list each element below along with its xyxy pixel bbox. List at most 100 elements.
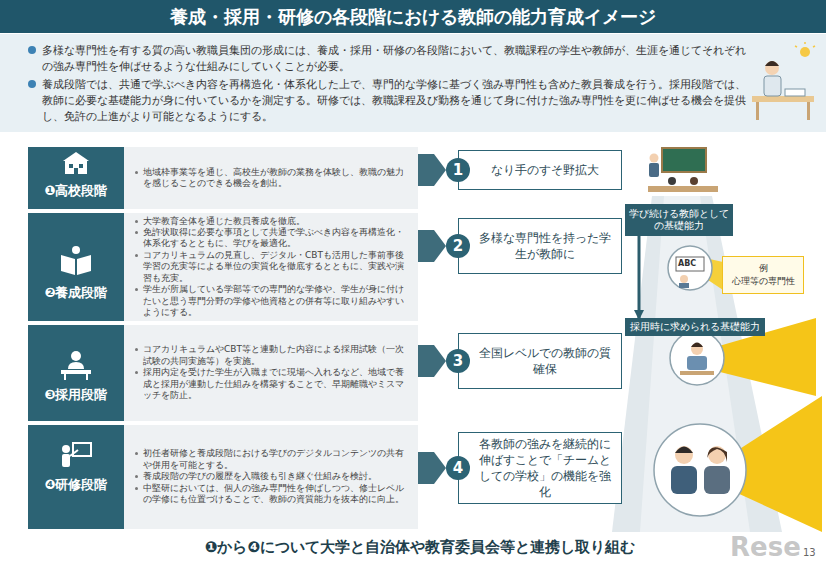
roof <box>63 152 89 161</box>
door <box>74 168 78 174</box>
pointer <box>70 450 78 456</box>
page <box>77 255 91 275</box>
person-circle <box>668 246 712 290</box>
reader-head <box>72 246 80 254</box>
summary-band: ❶から❹について大学と自治体や教育委員会等と連携し取り組む <box>140 533 700 561</box>
stage-row: ❷養成段階大学教育全体を通じた教員養成を徹底。免許状取得に必要な事項として共通で… <box>28 213 418 321</box>
person-head <box>680 275 688 283</box>
chevron-arrow <box>418 230 446 262</box>
student-head <box>690 177 698 185</box>
school-icon <box>63 152 89 174</box>
board-text: ABC <box>678 259 696 268</box>
desk-icon <box>61 351 91 380</box>
outcome-number: 1 <box>446 158 470 182</box>
desk-leg <box>756 102 759 120</box>
window <box>69 164 73 168</box>
outcome-number: 2 <box>446 234 470 258</box>
ability-box: 学び続ける教師としての基礎能力 <box>625 204 733 236</box>
chevron-arrow <box>418 154 446 186</box>
stage-bullet: 免許状取得に必要な事項として共通で学ぶべき内容を再構造化・体系化するとともに、学… <box>134 227 410 250</box>
board <box>73 443 91 456</box>
desk-leg <box>64 374 66 380</box>
person-hair <box>691 343 703 348</box>
stage-bullet: 学生が所属している学部等での専門的な学修や、学生が身に付けたいと思う専門分野の学… <box>134 284 410 318</box>
bulb-ray <box>804 42 806 44</box>
book-icon <box>61 246 91 275</box>
stage-label: ❶高校段階 <box>28 183 124 199</box>
ability-box: 採用時に求められる基礎能力 <box>625 318 765 336</box>
person-hair <box>707 447 727 462</box>
highlight-cone <box>705 258 723 290</box>
outcome-number: 3 <box>446 349 470 373</box>
person-body <box>679 283 689 288</box>
reader-illustration <box>752 42 815 120</box>
outcome-text: 各教師の強みを継続的に伸ばすことで「チームとしての学校」の機能を強化 <box>474 436 616 500</box>
spotlight-beam <box>640 196 750 532</box>
flow-arrow <box>638 236 641 318</box>
example-tag: 例心理等の専門性 <box>722 256 804 294</box>
stage-bullet: 採用内定を受けた学生が入職までに現場へ入れるなど、地域で養成と採用が連動した仕組… <box>134 367 410 401</box>
person-head <box>71 351 81 361</box>
intro-panel: 多様な専門性を有する質の高い教職員集団の形成には、養成・採用・研修の各段階におい… <box>0 34 826 132</box>
small-board <box>676 257 704 271</box>
chevron-arrow <box>418 452 446 484</box>
outcome-text: なり手のすそ野拡大 <box>474 162 616 178</box>
intro-bullet: 多様な専門性を有する質の高い教職員集団の形成には、養成・採用・研修の各段階におい… <box>28 42 748 74</box>
person-head <box>675 446 693 464</box>
watermark: Rese <box>730 532 801 562</box>
stage-label: ❸採用段階 <box>28 387 124 403</box>
person-head <box>765 61 779 75</box>
building <box>65 161 87 174</box>
stage-bullet: コアカリキュラムの見直し、デジタル・CBTも活用した事前事後学習の充実等による単… <box>134 250 410 284</box>
ability-text: 採用時に求められる基礎能力 <box>630 321 760 333</box>
spotlight-beam <box>612 196 782 532</box>
stage-row: ❸採用段階 コアカリキュラムやCBT等と連動した内容による採用試験（一次試験の共同… <box>28 325 418 421</box>
outcome-box: 3全国レベルでの教師の質確保 <box>446 333 622 389</box>
blackboard <box>662 148 706 172</box>
stage-box: ❷養成段階 <box>28 213 124 321</box>
chevron-arrow <box>418 345 446 377</box>
stage-box: ❸採用段階 <box>28 325 124 421</box>
teacher-head <box>650 154 659 163</box>
person-body <box>671 466 697 494</box>
outcome-text: 多様な専門性を持った学生が教師に <box>474 230 616 262</box>
person-head <box>62 445 70 453</box>
stage-bullet: コアカリキュラムやCBT等と連動した内容による採用試験（一次試験の共同実施等）を… <box>134 344 410 367</box>
title-band: 養成・採用・研修の各段階における教師の能力育成イメージ <box>0 0 826 33</box>
stage-bullet: 地域枠事業等を通じ、高校生が教師の業務を体験し、教職の魅力を感じることのできる機… <box>134 167 410 190</box>
teacher-icon <box>62 443 91 467</box>
person-circle <box>654 424 746 516</box>
outcome-box: 1なり手のすそ野拡大 <box>446 150 622 190</box>
desk <box>61 370 91 374</box>
person-head <box>708 446 726 464</box>
person-head <box>691 343 703 355</box>
person-hair <box>675 447 693 454</box>
stage-bullet: 初任者研修と養成段階における学びのデジタルコンテンツの共有や併用を可能とする。 <box>134 448 410 471</box>
outcome-text: 全国レベルでの教師の質確保 <box>474 345 616 377</box>
person-body <box>687 356 707 370</box>
desk-leg <box>86 374 88 380</box>
person-circle <box>670 331 724 385</box>
light-bulb <box>800 47 810 57</box>
outcome-number: 4 <box>446 456 470 480</box>
stage-bullet: 養成段階の学びの履歴を入職後も引き継ぐ仕組みを検討。 <box>134 471 410 482</box>
person-body <box>62 454 70 467</box>
window <box>79 164 83 168</box>
outcome-box: 4各教師の強みを継続的に伸ばすことで「チームとしての学校」の機能を強化 <box>446 432 622 504</box>
stage-row: ❶高校段階地域枠事業等を通じ、高校生が教師の業務を体験し、教職の魅力を感じること… <box>28 147 418 209</box>
stage-box: ❶高校段階 <box>28 147 124 209</box>
desk <box>680 371 714 375</box>
stage-label: ❹研修段階 <box>28 477 124 493</box>
person-body <box>68 362 84 369</box>
bulb-ray <box>795 46 797 47</box>
example-text: 例 <box>759 262 768 275</box>
person-body <box>704 466 730 494</box>
teacher-body <box>649 163 659 177</box>
person-body <box>764 76 781 96</box>
page-number: 13 <box>803 547 816 558</box>
desk <box>752 96 814 102</box>
page <box>61 255 75 275</box>
